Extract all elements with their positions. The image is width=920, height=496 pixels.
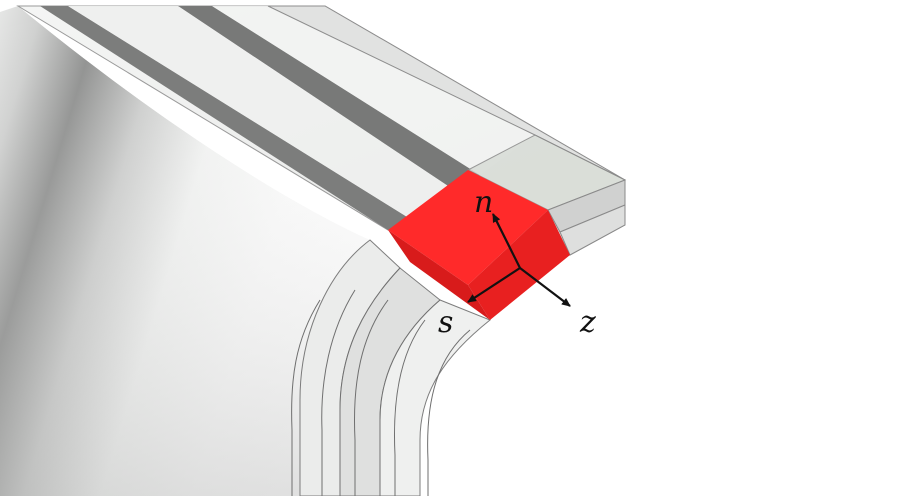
end-face <box>466 134 627 256</box>
body-highlight-band <box>18 6 380 240</box>
end-face-lower <box>559 204 626 256</box>
n-axis-arrow <box>492 213 521 269</box>
n-axis-label: n <box>474 185 493 220</box>
dark-groove-2 <box>178 6 480 186</box>
curve-edge-4 <box>394 319 426 496</box>
s-axis-label: s <box>438 305 453 340</box>
z-axis-label: z <box>579 305 596 340</box>
bent-body <box>0 6 380 496</box>
translucent-strip <box>212 6 535 175</box>
highlight-top-face <box>388 170 548 285</box>
curve-edge-1 <box>291 299 321 496</box>
dark-groove-1 <box>40 6 412 230</box>
curve-edge-5 <box>427 329 471 496</box>
coordinate-axes <box>467 213 571 307</box>
body-shading <box>0 6 370 496</box>
curve-edge-3 <box>354 299 389 496</box>
curve-edge-2 <box>321 289 356 496</box>
z-axis-arrow <box>519 267 571 307</box>
curved-section <box>291 239 491 496</box>
highlight-side-face <box>388 230 490 320</box>
s-axis-arrow <box>467 267 521 303</box>
light-strip <box>68 6 448 220</box>
curve-inner-face <box>379 299 491 496</box>
